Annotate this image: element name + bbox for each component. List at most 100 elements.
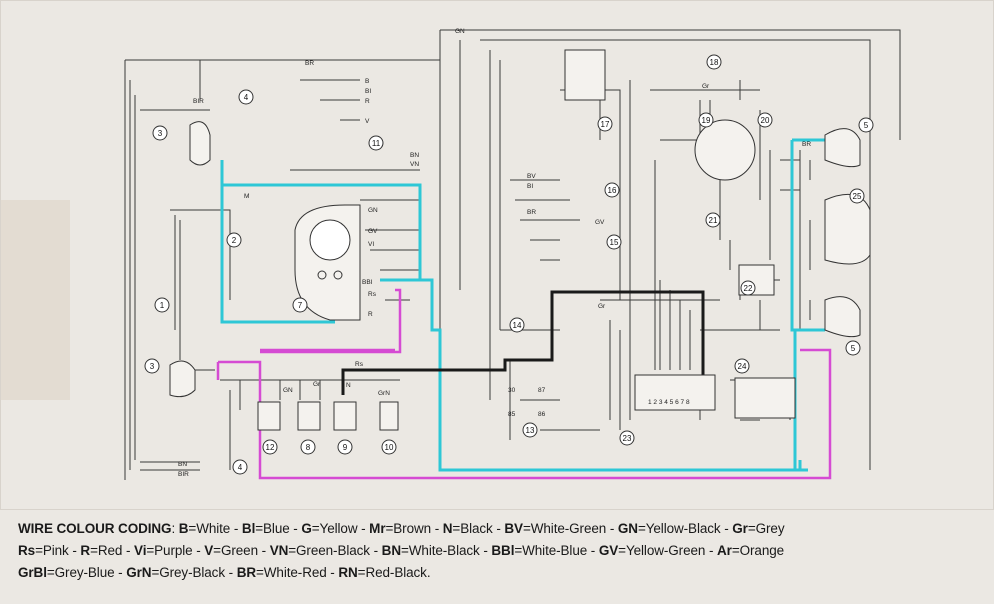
legend-colour-name: =Brown: [385, 521, 432, 536]
legend-entry: BN=White-Black: [382, 543, 480, 558]
legend-entry: Mr=Brown: [369, 521, 431, 536]
wire-label: GN: [283, 387, 293, 394]
legend-colour-name: =White: [188, 521, 231, 536]
legend-colour-name: =Grey-Black: [151, 565, 225, 580]
wire-label: BIR: [193, 98, 204, 105]
legend-entry: BR=White-Red: [237, 565, 327, 580]
wire-label: R: [368, 311, 373, 318]
legend-code: N: [442, 521, 453, 536]
callout-number: 15: [610, 238, 619, 247]
legend-entry: V=Green: [204, 543, 258, 558]
wire-label: GN: [368, 207, 378, 214]
legend-code: VN: [269, 543, 289, 558]
legend-code: GV: [598, 543, 619, 558]
legend-entry: Vi=Purple: [134, 543, 193, 558]
black-highlight-trace: [341, 290, 705, 395]
wire-label: R: [365, 98, 370, 105]
instrument-cluster: [294, 204, 361, 321]
legend-code: BV: [504, 521, 523, 536]
legend-entry: Ar=Orange: [717, 543, 784, 558]
callout-number: 4: [244, 93, 249, 102]
legend-code: GrN: [126, 565, 152, 580]
wire-label: BR: [802, 141, 811, 148]
callout-number: 5: [851, 344, 856, 353]
legend-colour-name: =White-Black: [400, 543, 480, 558]
callout-number: 2: [232, 236, 237, 245]
callout-number: 23: [623, 434, 632, 443]
fuse-box: [634, 374, 716, 411]
regulator: [564, 49, 606, 101]
legend-code: GrBl: [18, 565, 47, 580]
wire-label: BN: [178, 461, 187, 468]
wire-label: GrN: [378, 390, 390, 397]
legend-colour-name: =Green: [213, 543, 258, 558]
magenta-highlight-trace: [216, 288, 832, 480]
legend-colour-name: =Grey: [747, 521, 785, 536]
callout-number: 21: [709, 216, 718, 225]
wire-label: BR: [305, 60, 314, 67]
legend-entry: G=Yellow: [301, 521, 357, 536]
legend-entry: B=White: [178, 521, 231, 536]
legend-code: RN: [338, 565, 358, 580]
wire-label: V: [365, 118, 370, 125]
legend-code: B: [178, 521, 189, 536]
ignition-switch: [694, 119, 756, 181]
legend-colour-name: =Grey-Blue: [46, 565, 115, 580]
legend-entry: Bl=Blue: [242, 521, 290, 536]
legend-entry: GN=Yellow-Black: [618, 521, 721, 536]
relay-terminal: 30: [508, 387, 516, 394]
wire-label: GN: [455, 28, 465, 35]
legend-entry: R=Red: [80, 543, 122, 558]
callout-number: 16: [608, 186, 617, 195]
wire-label: N: [346, 382, 351, 389]
rear-lamps: [169, 121, 211, 398]
wire-label: Rs: [355, 361, 364, 368]
legend-code: Rs: [18, 543, 36, 558]
legend-colour-name: =Purple: [146, 543, 193, 558]
callout-number: 13: [526, 426, 535, 435]
callout-number: 3: [150, 362, 155, 371]
callout-number: 7: [298, 301, 303, 310]
legend-code: V: [204, 543, 214, 558]
legend-colour-name: =Yellow: [311, 521, 358, 536]
legend-entry: Rs=Pink: [18, 543, 69, 558]
legend-entry: GrBl=Grey-Blue: [18, 565, 115, 580]
wire-label: GV: [595, 219, 605, 226]
callout-number: 17: [601, 120, 610, 129]
legend-colour-name: =Yellow-Black: [637, 521, 721, 536]
switch-blocks: [257, 401, 399, 431]
callout-number: 20: [761, 116, 770, 125]
legend-code: R: [80, 543, 91, 558]
legend-line-2: Rs=Pink - R=Red - Vi=Purple - V=Green - …: [18, 543, 785, 558]
callout-number: 22: [744, 284, 753, 293]
legend-code: Mr: [369, 521, 386, 536]
wire-label: BR: [527, 209, 536, 216]
legend-colour-name: =Orange: [731, 543, 785, 558]
wire-label: M: [244, 193, 249, 200]
wire-labels: GN BR B BI R V BN VN BV BI BR GV GN GV V…: [178, 28, 811, 478]
legend-code: GN: [617, 521, 638, 536]
legend-code: BN: [381, 543, 401, 558]
relay-terminal: 86: [538, 411, 546, 418]
legend-colour-name: =Red: [90, 543, 123, 558]
callout-number: 3: [158, 129, 163, 138]
callout-number: 1: [160, 301, 165, 310]
legend-entry: RN=Red-Black.: [338, 565, 430, 580]
legend-entry: GrN=Grey-Black: [126, 565, 225, 580]
legend-colour-name: =White-Blue: [514, 543, 588, 558]
battery: [734, 377, 796, 419]
legend-code: BR: [236, 565, 256, 580]
callout-number: 25: [853, 192, 862, 201]
legend-colour-name: =Blue: [255, 521, 290, 536]
legend-colour-name: =Green-Black: [288, 543, 370, 558]
legend-colour-name: =Yellow-Green: [618, 543, 706, 558]
wire-label: BI: [365, 88, 371, 95]
legend-line-3: GrBl=Grey-Blue - GrN=Grey-Black - BR=Whi…: [18, 565, 431, 580]
wire-label: VN: [410, 161, 419, 168]
relay-terminal: 85: [508, 411, 516, 418]
legend-entry: N=Black: [443, 521, 493, 536]
legend-colour-name: =Red-Black.: [357, 565, 431, 580]
wire-label: BBI: [362, 279, 373, 286]
cyan-highlight-trace: [220, 138, 825, 472]
wire-label: BN: [410, 152, 419, 159]
